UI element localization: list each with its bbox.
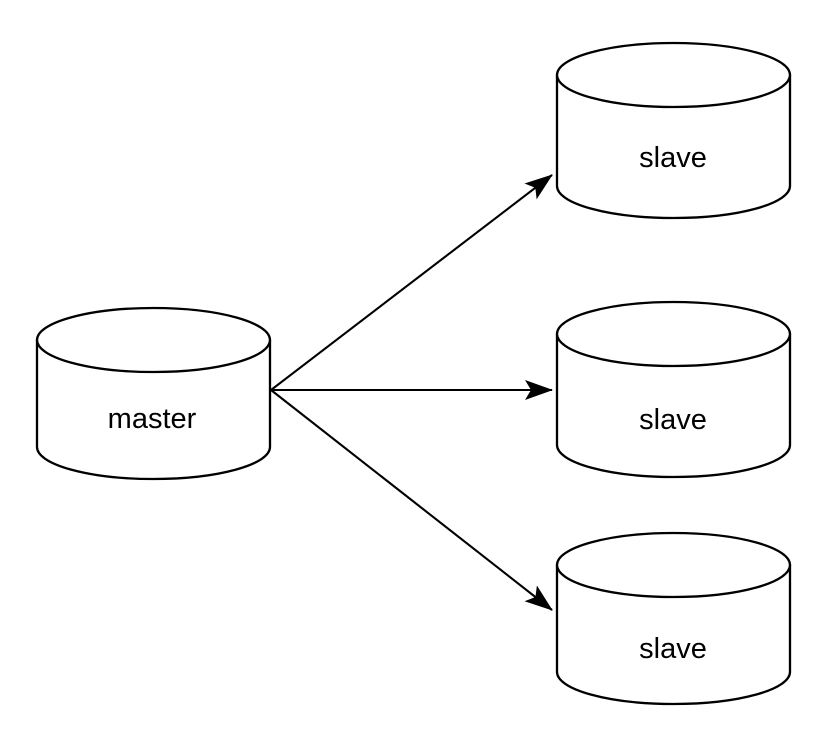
edge-master-to-slave-top	[270, 174, 553, 391]
database-cylinder-top	[555, 531, 792, 599]
slave-node-label: slave	[639, 633, 707, 665]
database-cylinder-body	[555, 565, 792, 706]
slave-node-top: slave	[555, 41, 792, 220]
edge-master-to-slave-bottom	[270, 389, 553, 611]
database-cylinder-body	[555, 75, 792, 220]
slave-node-label: slave	[639, 404, 707, 436]
database-cylinder-top	[555, 300, 792, 368]
master-node-label: master	[108, 403, 197, 435]
edges	[270, 174, 553, 611]
master-node: master	[35, 306, 272, 481]
slave-node-label: slave	[639, 142, 707, 174]
database-cylinder-top	[35, 306, 272, 374]
database-cylinder-top	[555, 41, 792, 109]
database-cylinder-body	[35, 340, 272, 481]
slave-node-bottom: slave	[555, 531, 792, 706]
slave-node-middle: slave	[555, 300, 792, 479]
database-cylinder-body	[555, 334, 792, 479]
